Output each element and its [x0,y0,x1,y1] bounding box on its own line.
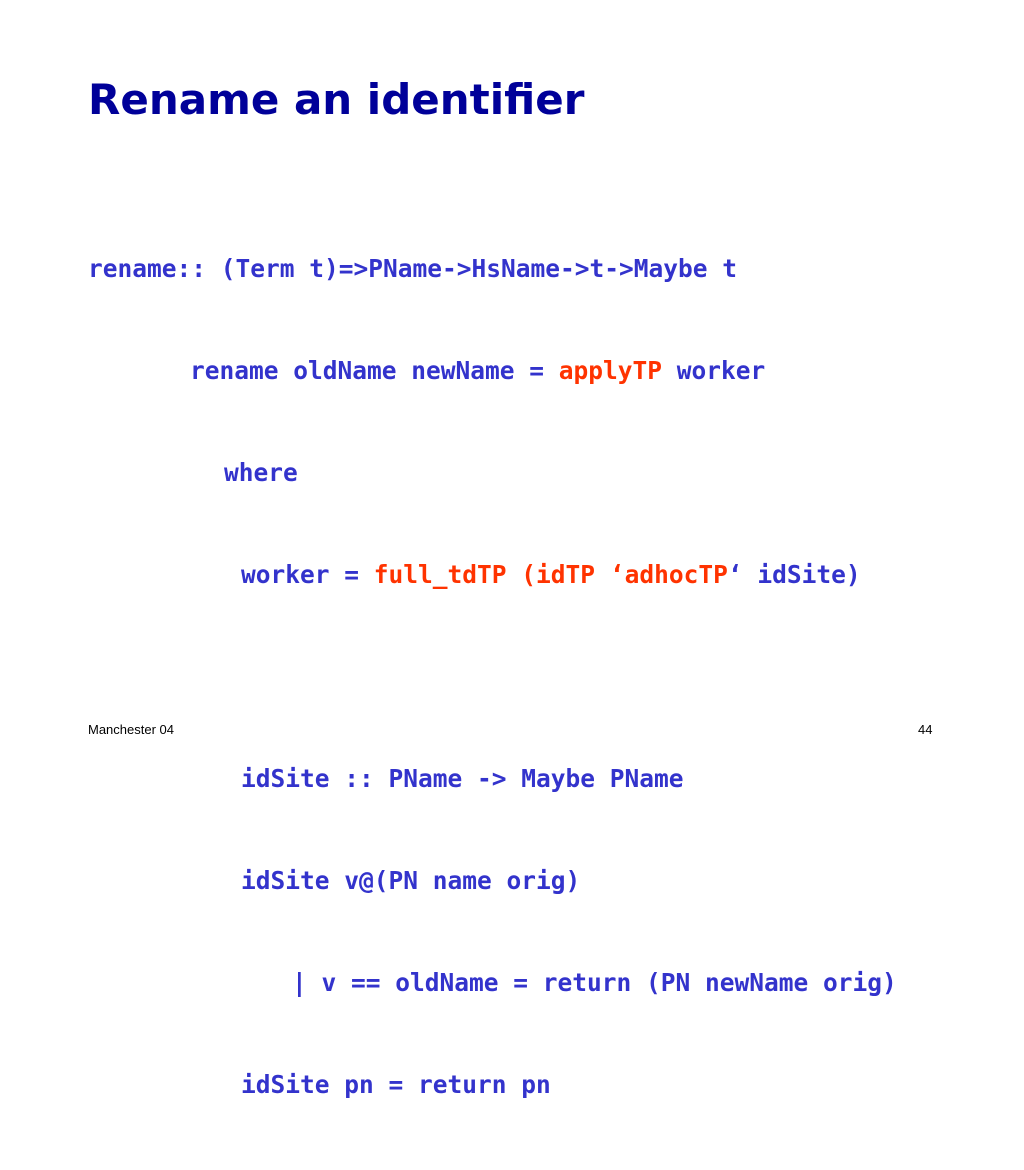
highlighted-paren: ( [506,560,537,589]
code-text: rename oldName newName = [190,356,559,385]
code-line-blank [88,660,897,694]
highlighted-applyTP: applyTP [558,356,663,385]
slide: Rename an identifier rename:: (Term t)=>… [88,75,933,1099]
code-line-worker: worker = full_tdTP (idTP ‘adhocTP‘ idSit… [88,558,897,592]
highlighted-idTP: idTP [536,560,596,589]
code-text: worker = [241,560,374,589]
code-text: rename:: (Term t)=>PName->HsName->t->May… [88,254,738,283]
code-line-idsite-default: idSite pn = return pn [88,1068,897,1102]
page-number: 44 [918,722,933,737]
code-text: idSite :: PName -> Maybe PName [241,764,684,793]
code-text: idSite pn = return pn [241,1070,551,1099]
code-line-where: where [88,456,897,490]
code-text: idSite v@(PN name orig) [241,866,581,895]
code-line-rename-def: rename oldName newName = applyTP worker [88,354,897,388]
code-block: rename:: (Term t)=>PName->HsName->t->May… [88,184,897,1170]
code-line-idsite-type: idSite :: PName -> Maybe PName [88,762,897,796]
code-text: worker [662,356,766,385]
code-line-signature: rename:: (Term t)=>PName->HsName->t->May… [88,252,897,286]
footer-left-text: Manchester 04 [88,722,174,737]
code-line-guard: | v == oldName = return (PN newName orig… [88,966,897,1000]
slide-title: Rename an identifier [88,75,585,124]
code-line-idsite-pattern: idSite v@(PN name orig) [88,864,897,898]
highlighted-quote: ‘ [595,560,625,589]
code-text: | v == oldName = return (PN newName orig… [292,968,897,997]
code-text: ‘ idSite) [727,560,861,589]
highlighted-adhocTP: adhocTP [624,560,728,589]
code-text: where [224,458,298,487]
highlighted-full-tdTP: full_tdTP [373,560,507,589]
